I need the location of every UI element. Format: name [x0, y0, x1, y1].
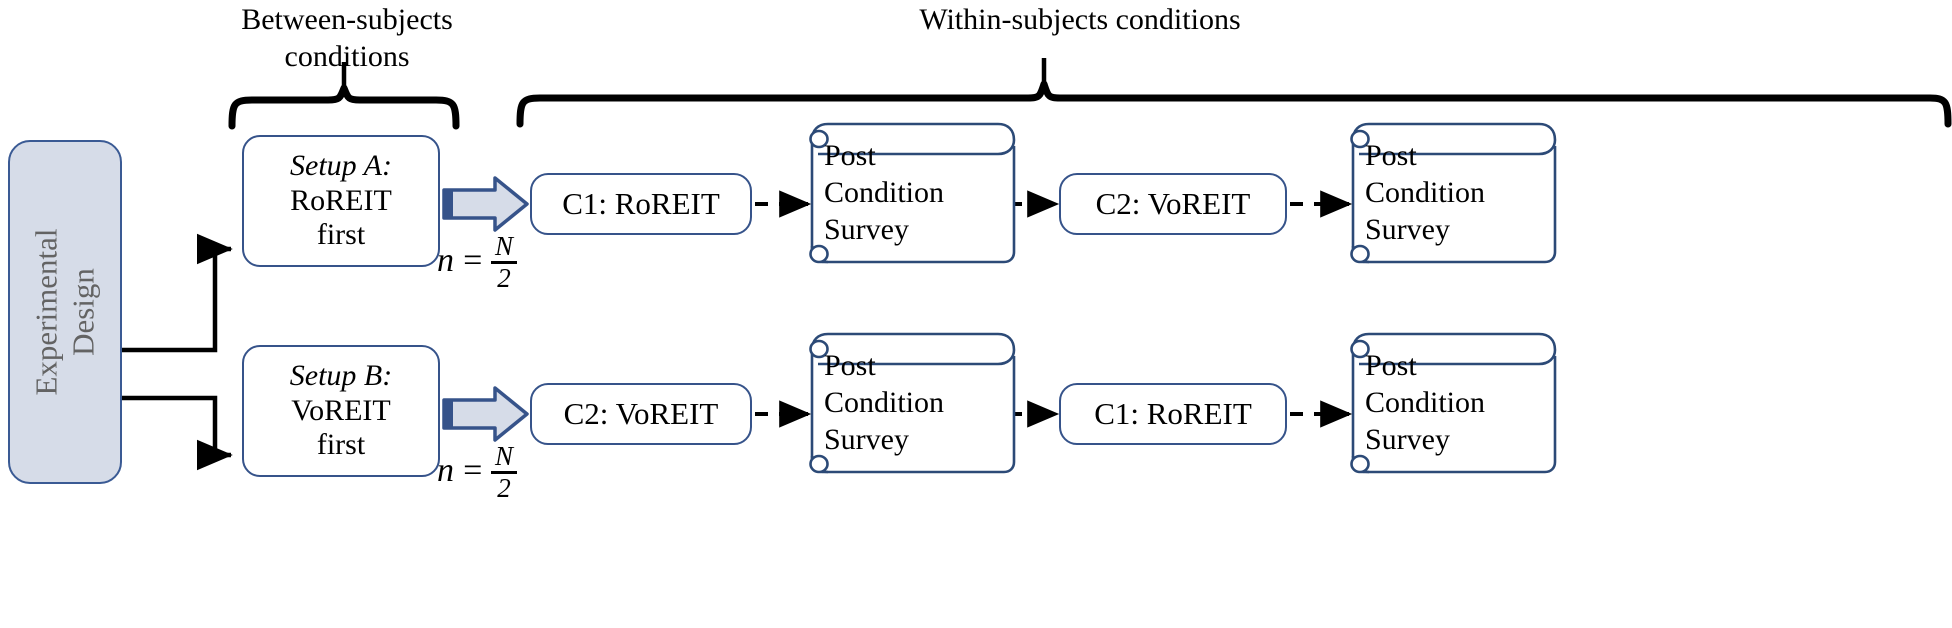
survey-document-b2[interactable]: Post Condition Survey [1337, 326, 1557, 474]
setup-a-line1: RoREIT [290, 183, 392, 217]
sample-size-formula-a: n = N 2 [437, 232, 517, 291]
sample-size-a-lhs: n [437, 242, 454, 280]
brace-within-subjects [516, 58, 1952, 128]
sample-size-a-numerator: N [494, 231, 513, 261]
condition-b2-box[interactable]: C1: RoREIT [1059, 383, 1287, 445]
condition-a1-label: C1: RoREIT [562, 186, 720, 222]
condition-b2-label: C1: RoREIT [1094, 396, 1252, 432]
sample-size-a-denominator: 2 [497, 262, 511, 293]
sample-size-b-equals: = [461, 452, 484, 490]
document-shape-icon [809, 332, 1016, 474]
block-arrow-setup-a-to-c1 [442, 176, 529, 232]
setup-b-box[interactable]: Setup B: VoREIT first [242, 345, 440, 477]
document-shape-icon [1350, 332, 1557, 474]
condition-a1-box[interactable]: C1: RoREIT [530, 173, 752, 235]
survey-b1-label: Post Condition Survey [824, 349, 945, 456]
sample-size-b-numerator: N [494, 441, 513, 471]
connector-root-to-setup-a [122, 233, 233, 353]
condition-a2-box[interactable]: C2: VoREIT [1059, 173, 1287, 235]
document-shape-icon [1350, 122, 1557, 264]
sample-size-b-fraction: N 2 [490, 441, 517, 503]
sample-size-a-equals: = [461, 242, 484, 280]
experimental-design-box[interactable]: Experimental Design [8, 140, 122, 484]
survey-a1-label: Post Condition Survey [824, 139, 945, 246]
connector-root-to-setup-b [122, 395, 233, 471]
survey-document-b1[interactable]: Post Condition Survey [796, 326, 1016, 474]
survey-a2-label: Post Condition Survey [1365, 139, 1486, 246]
sample-size-a-fraction: N 2 [490, 231, 517, 293]
block-arrow-setup-b-to-c2 [442, 386, 529, 442]
setup-a-box[interactable]: Setup A: RoREIT first [242, 135, 440, 267]
setup-b-line1: VoREIT [291, 393, 391, 427]
condition-b1-box[interactable]: C2: VoREIT [530, 383, 752, 445]
group-label-between-subjects: Between-subjects conditions [241, 3, 453, 73]
condition-b1-label: C2: VoREIT [563, 396, 719, 432]
setup-b-line2: first [316, 428, 366, 462]
sample-size-b-denominator: 2 [497, 472, 511, 503]
survey-document-a1[interactable]: Post Condition Survey [796, 116, 1016, 264]
document-shape-icon [809, 122, 1016, 264]
setup-a-line2: first [316, 218, 366, 252]
setup-a-title: Setup A: [290, 148, 392, 182]
sample-size-b-lhs: n [437, 452, 454, 490]
survey-document-a2[interactable]: Post Condition Survey [1337, 116, 1557, 264]
survey-b2-label: Post Condition Survey [1365, 349, 1486, 456]
fraction-bar-icon [490, 261, 517, 264]
sample-size-formula-b: n = N 2 [437, 442, 517, 501]
group-label-within-subjects: Within-subjects conditions [919, 3, 1241, 36]
fraction-bar-icon [490, 471, 517, 474]
condition-a2-label: C2: VoREIT [1095, 186, 1251, 222]
setup-b-title: Setup B: [289, 358, 393, 392]
experimental-design-label: Experimental Design [28, 228, 100, 396]
